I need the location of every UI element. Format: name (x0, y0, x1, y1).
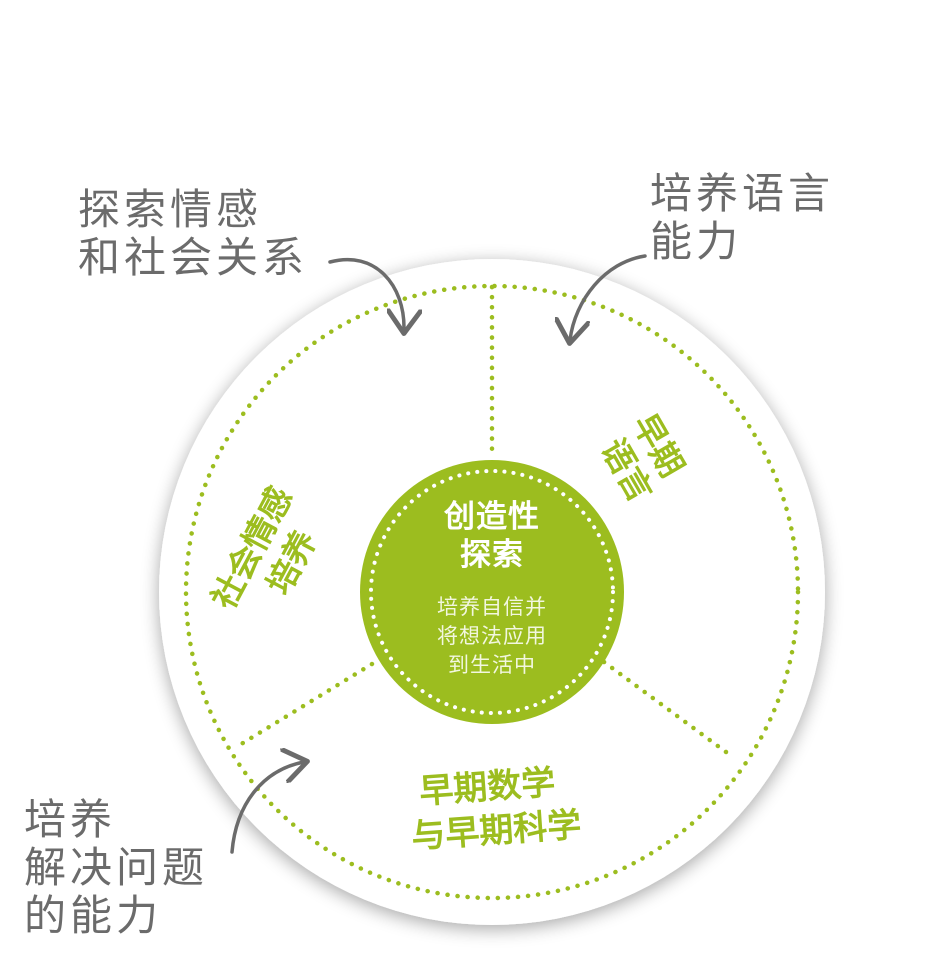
center-title: 创造性 探索 (370, 498, 614, 574)
outer-dotted-ring (183, 283, 801, 901)
center-title-line-2: 探索 (460, 537, 524, 573)
outer-label-language: 培养语言 能力 (650, 170, 834, 266)
outer-label-problem-solving-line-3: 的能力 (24, 891, 163, 940)
outer-label-social-line-2: 和社会关系 (78, 233, 309, 282)
outer-label-social-line-1: 探索情感 (78, 185, 263, 234)
center-title-line-1: 创造性 (444, 499, 540, 535)
outer-label-problem-solving-line-2: 解决问题 (24, 843, 209, 892)
center-dotted-ring (369, 469, 615, 715)
center-circle (360, 460, 624, 724)
outer-label-language-line-1: 培养语言 (650, 169, 835, 218)
center-subtitle-line-2: 将想法应用 (437, 624, 547, 648)
center-subtitle: 培养自信并 将想法应用 到生活中 (370, 593, 614, 680)
divider-lower-left (235, 661, 375, 749)
center-subtitle-line-3: 到生活中 (448, 653, 536, 677)
outer-label-language-line-2: 能力 (650, 217, 743, 266)
outer-label-problem-solving: 培养 解决问题 的能力 (24, 796, 208, 940)
outer-label-problem-solving-line-1: 培养 (24, 795, 117, 844)
outer-label-social: 探索情感 和社会关系 (78, 186, 308, 282)
arrow-social (328, 257, 404, 330)
sector-label-math-science-line-1: 早期数学 (418, 763, 556, 812)
center-subtitle-line-1: 培养自信并 (437, 595, 547, 619)
arrow-language (570, 254, 647, 340)
arrow-problem-solving (230, 762, 304, 854)
